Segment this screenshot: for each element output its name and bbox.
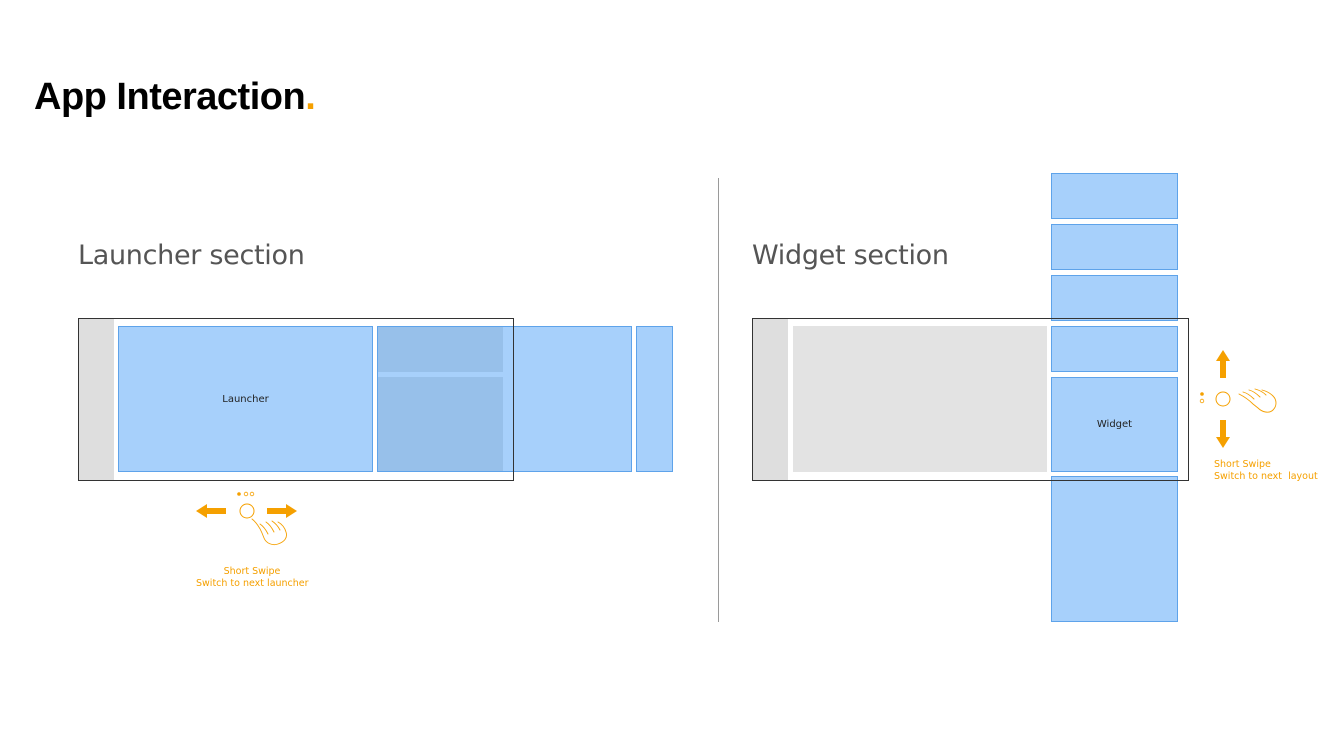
- page-title: App Interaction.: [34, 76, 316, 119]
- widget-layout-slot[interactable]: [1051, 173, 1178, 219]
- page-title-text: App Interaction: [34, 76, 306, 118]
- launcher-label: Launcher: [222, 393, 269, 405]
- page-dot-active: [237, 492, 241, 496]
- arrow-up-icon: [1216, 350, 1230, 378]
- launcher-caption-line1: Short Swipe: [223, 566, 281, 577]
- hand-swipe-icon: [1238, 388, 1277, 413]
- widget-caption: Short Swipe Switch to next layout: [1214, 459, 1318, 483]
- widget-layout-slot[interactable]: [1051, 275, 1178, 321]
- widget-caption-line1: Short Swipe: [1214, 459, 1271, 470]
- launcher-screen-frame: [78, 318, 514, 481]
- widget-layout-slot[interactable]: [1051, 224, 1178, 270]
- arrow-right-icon: [267, 504, 297, 518]
- next-launcher-bottom-tile: [378, 377, 503, 471]
- launcher-caption-line2: Switch to next launcher: [196, 578, 309, 589]
- widget-screen-frame: [752, 318, 1189, 481]
- title-accent-dot: .: [305, 76, 316, 118]
- page-dot: [1199, 398, 1205, 404]
- widget-label: Widget: [1096, 419, 1133, 430]
- arrow-left-icon: [196, 504, 226, 518]
- widget-screen-sidebar: [753, 319, 788, 480]
- vertical-swipe-gesture: [1199, 350, 1277, 448]
- offscreen-launcher-panel[interactable]: [636, 326, 673, 472]
- launcher-caption: Short Swipe Switch to next launcher: [196, 566, 309, 590]
- touch-point-icon: [239, 503, 255, 519]
- widget-panel[interactable]: Widget: [1051, 377, 1178, 472]
- section-divider: [718, 178, 719, 622]
- launcher-section-heading: Launcher section: [78, 240, 305, 271]
- next-launcher-top-tile: [378, 327, 503, 372]
- launcher-panel[interactable]: Launcher: [118, 326, 373, 472]
- widget-section-heading: Widget section: [752, 240, 949, 271]
- touch-point-icon: [1215, 391, 1231, 407]
- widget-layout-slot[interactable]: [1051, 326, 1178, 372]
- page-dot: [249, 491, 255, 497]
- horizontal-swipe-gesture: [196, 491, 297, 546]
- next-widget-layout-panel[interactable]: [1051, 476, 1178, 622]
- widget-caption-line2: Switch to next layout: [1214, 471, 1318, 482]
- launcher-screen-sidebar: [79, 319, 114, 480]
- hand-swipe-icon: [251, 518, 287, 546]
- arrow-down-icon: [1216, 420, 1230, 448]
- page-dot: [243, 491, 249, 497]
- widget-content-area: [793, 326, 1047, 472]
- page-dot-active: [1200, 392, 1204, 396]
